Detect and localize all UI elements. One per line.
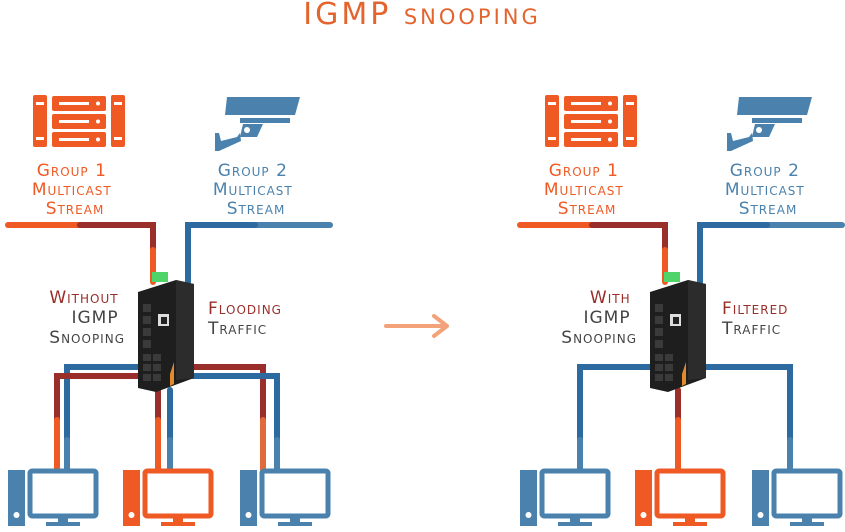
group2-label: Group 2 Multicast Stream	[725, 161, 811, 219]
server-rack-icon	[33, 95, 125, 147]
desktop-computer-icon	[8, 470, 96, 526]
mode-label: With IGMP Snooping	[561, 288, 637, 348]
panel-with-snooping: Group 1 Multicast Stream Group 2 Multica…	[517, 95, 845, 526]
group2-label: Group 2 Multicast Stream	[213, 161, 299, 219]
arrow-right-icon	[384, 314, 449, 338]
group1-label: Group 1 Multicast Stream	[544, 161, 630, 219]
desktop-computer-icon	[752, 470, 840, 526]
traffic-label: Flooding Traffic	[207, 299, 288, 339]
network-switch-icon	[138, 272, 194, 392]
mode-label: Without IGMP Snooping	[49, 288, 125, 348]
security-camera-icon	[727, 97, 812, 151]
diagram-title: IGMP snooping	[303, 0, 541, 32]
group1-label: Group 1 Multicast Stream	[32, 161, 118, 219]
traffic-label: Filtered Traffic	[721, 299, 795, 339]
panel-without-snooping: Group 1 Multicast Stream Group 2 Multica…	[5, 95, 333, 526]
security-camera-icon	[215, 97, 300, 151]
server-rack-icon	[545, 95, 637, 147]
desktop-computer-icon	[123, 470, 211, 526]
desktop-computer-icon	[240, 470, 328, 526]
desktop-computer-icon	[520, 470, 608, 526]
desktop-computer-icon	[635, 470, 723, 526]
network-switch-icon	[650, 272, 706, 392]
